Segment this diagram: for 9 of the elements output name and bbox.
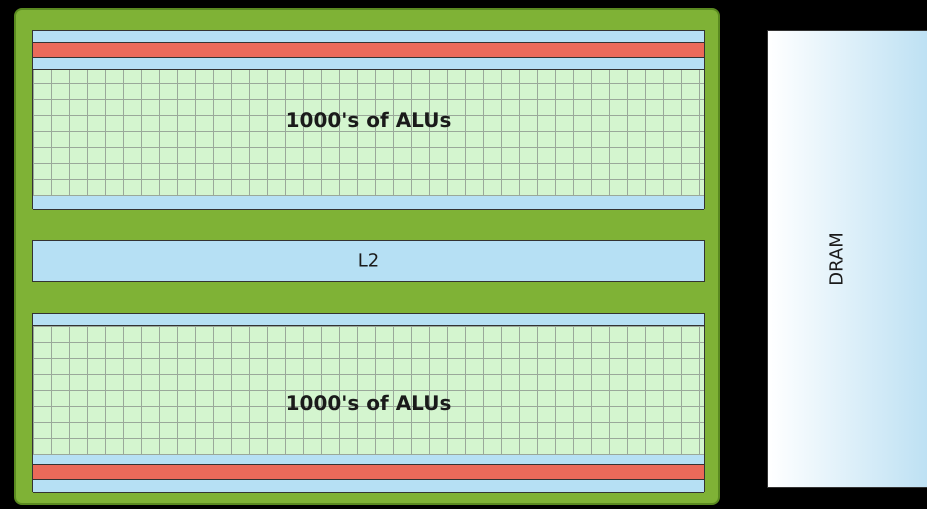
cache-label: L2 xyxy=(358,250,380,272)
alu-array xyxy=(32,30,705,209)
alu-array xyxy=(32,313,705,492)
alu-label: 1000's of ALUs xyxy=(286,108,452,132)
chip-board xyxy=(14,8,720,505)
memory-block xyxy=(767,30,927,488)
cache-bar xyxy=(32,240,705,282)
alu-label: 1000's of ALUs xyxy=(286,390,452,414)
memory-label: DRAM xyxy=(826,232,848,286)
